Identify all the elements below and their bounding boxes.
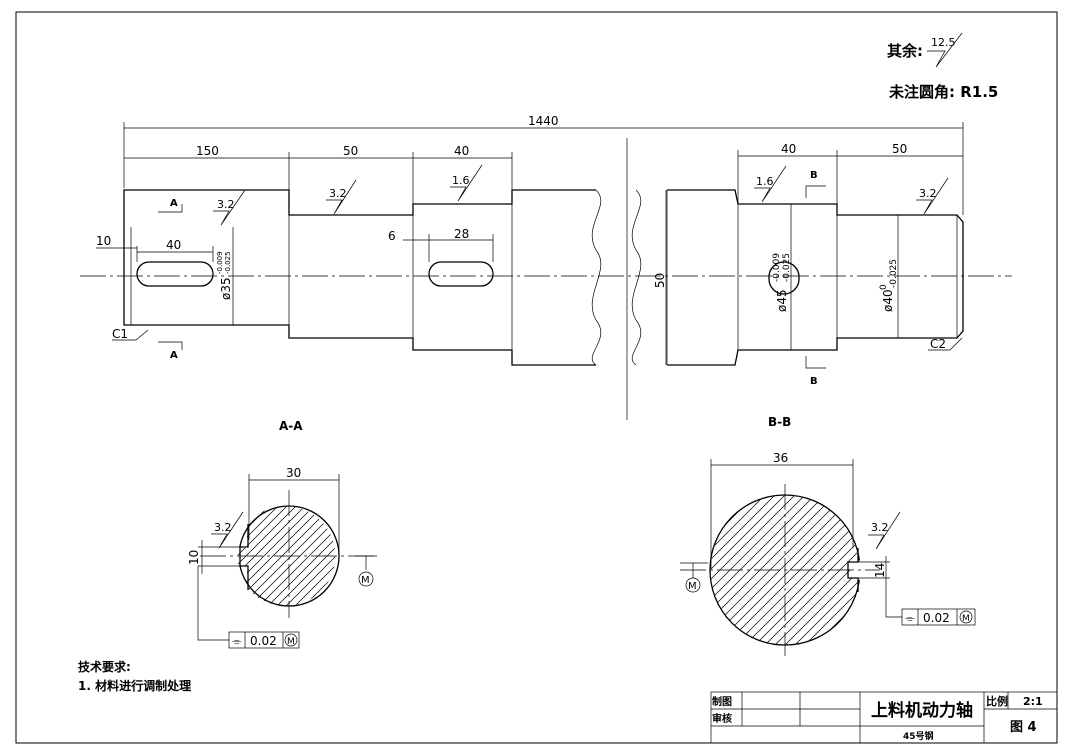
break-line-right [631, 189, 642, 366]
section-mark-a-bottom: A [170, 350, 178, 361]
svg-text:3.2: 3.2 [217, 198, 235, 211]
title-sheet-number: 图 4 [1010, 720, 1037, 735]
fillet-note: 未注圆角: R1.5 [888, 83, 998, 101]
dim-total-length: 1440 [528, 114, 559, 128]
keyway-right [768, 261, 800, 295]
dim-dia-45: ø45 [775, 289, 789, 312]
datum-b-label: M [688, 581, 697, 592]
shaft-main-view: 1440 150 50 40 40 50 10 40 6 28 50 [80, 114, 1012, 420]
roughness-default-symbol [927, 32, 963, 68]
dim-40-mid: 40 [454, 144, 469, 158]
roughness-symbol-2: 3.2 [326, 179, 357, 215]
section-mark-b-bottom: B [810, 376, 818, 387]
dim-dia-45-tol-upper: -0.009 [772, 253, 782, 282]
title-part-name: 上料机动力轴 [871, 700, 973, 721]
section-title-b: B-B [768, 415, 791, 429]
svg-text:M: M [287, 637, 295, 647]
svg-text:M: M [962, 614, 970, 624]
break-line-left [591, 189, 602, 366]
section-title-a: A-A [279, 419, 303, 433]
dim-28: 28 [454, 227, 469, 241]
title-drawn-label: 制图 [712, 695, 732, 708]
dim-section-b-14: 14 [873, 563, 887, 578]
dim-dia-40: ø40 [881, 289, 895, 312]
roughness-symbol-4: 1.6 [754, 165, 787, 203]
tolerance-frame-b: ⌯ 0.02 M [901, 608, 976, 626]
dim-40-key: 40 [166, 238, 181, 252]
drawing-frame [15, 11, 1058, 744]
dim-dia-40-tol-lower: -0.025 [889, 259, 899, 288]
dim-dia-40-tol-upper: 0 [879, 284, 889, 290]
svg-text:⌯: ⌯ [232, 634, 242, 648]
section-a-view: 30 10 3.2 M ⌯ 0.02 M [187, 466, 377, 649]
dim-section-b-36: 36 [773, 451, 788, 465]
section-mark-b-top: B [810, 170, 818, 181]
dim-50-right: 50 [892, 142, 907, 156]
roughness-symbol-3: 1.6 [450, 164, 483, 202]
roughness-symbol-5: 3.2 [916, 177, 949, 215]
dim-dia-35-tol-lower: -0.025 [224, 251, 232, 274]
roughness-symbol-1: 3.2 [213, 189, 246, 226]
roughness-symbol-b: 3.2 [871, 521, 889, 534]
chamfer-left: C1 [112, 327, 128, 341]
datum-a-label: M [361, 575, 370, 586]
dim-10: 10 [96, 234, 111, 248]
title-checked-label: 审核 [712, 712, 732, 725]
keyway-middle [428, 261, 494, 287]
dim-dia-35-tol-upper: -0.009 [216, 251, 224, 274]
svg-text:3.2: 3.2 [329, 187, 347, 200]
surface-note-prefix: 其余: [887, 42, 923, 60]
section-b-view: 36 14 3.2 M ⌯ 0.02 M [680, 451, 976, 656]
surface-note-value: 12.5 [931, 36, 956, 49]
tech-requirement-item-1: 1. 材料进行调制处理 [78, 678, 191, 693]
keyway-left [136, 261, 214, 287]
dim-dia-45-tol-lower: -0.025 [782, 253, 792, 282]
dim-40-right: 40 [781, 142, 796, 156]
dim-dia-50: 50 [653, 273, 667, 288]
dim-section-a-10: 10 [187, 550, 201, 565]
svg-text:0.02: 0.02 [923, 611, 950, 625]
svg-text:3.2: 3.2 [919, 187, 937, 200]
tolerance-frame-a: ⌯ 0.02 M [228, 631, 300, 649]
title-scale-label: 比例 [986, 694, 1008, 708]
svg-text:1.6: 1.6 [756, 175, 774, 188]
dim-dia-35: ø35 [219, 277, 233, 300]
title-block: 制图 审核 上料机动力轴 比例 2:1 图 4 45号钢 [710, 691, 1058, 744]
title-material: 45号钢 [903, 730, 934, 742]
dim-150: 150 [196, 144, 219, 158]
dim-section-a-30: 30 [286, 466, 301, 480]
svg-text:1.6: 1.6 [452, 174, 470, 187]
title-scale-value: 2:1 [1023, 695, 1043, 708]
svg-text:⌯: ⌯ [905, 611, 915, 625]
chamfer-right: C2 [930, 337, 946, 351]
dim-50-left: 50 [343, 144, 358, 158]
tech-requirements-heading: 技术要求: [78, 659, 131, 674]
section-mark-a-top: A [170, 198, 178, 209]
roughness-symbol-a: 3.2 [214, 521, 232, 534]
dim-6: 6 [388, 229, 396, 243]
svg-text:0.02: 0.02 [250, 634, 277, 648]
